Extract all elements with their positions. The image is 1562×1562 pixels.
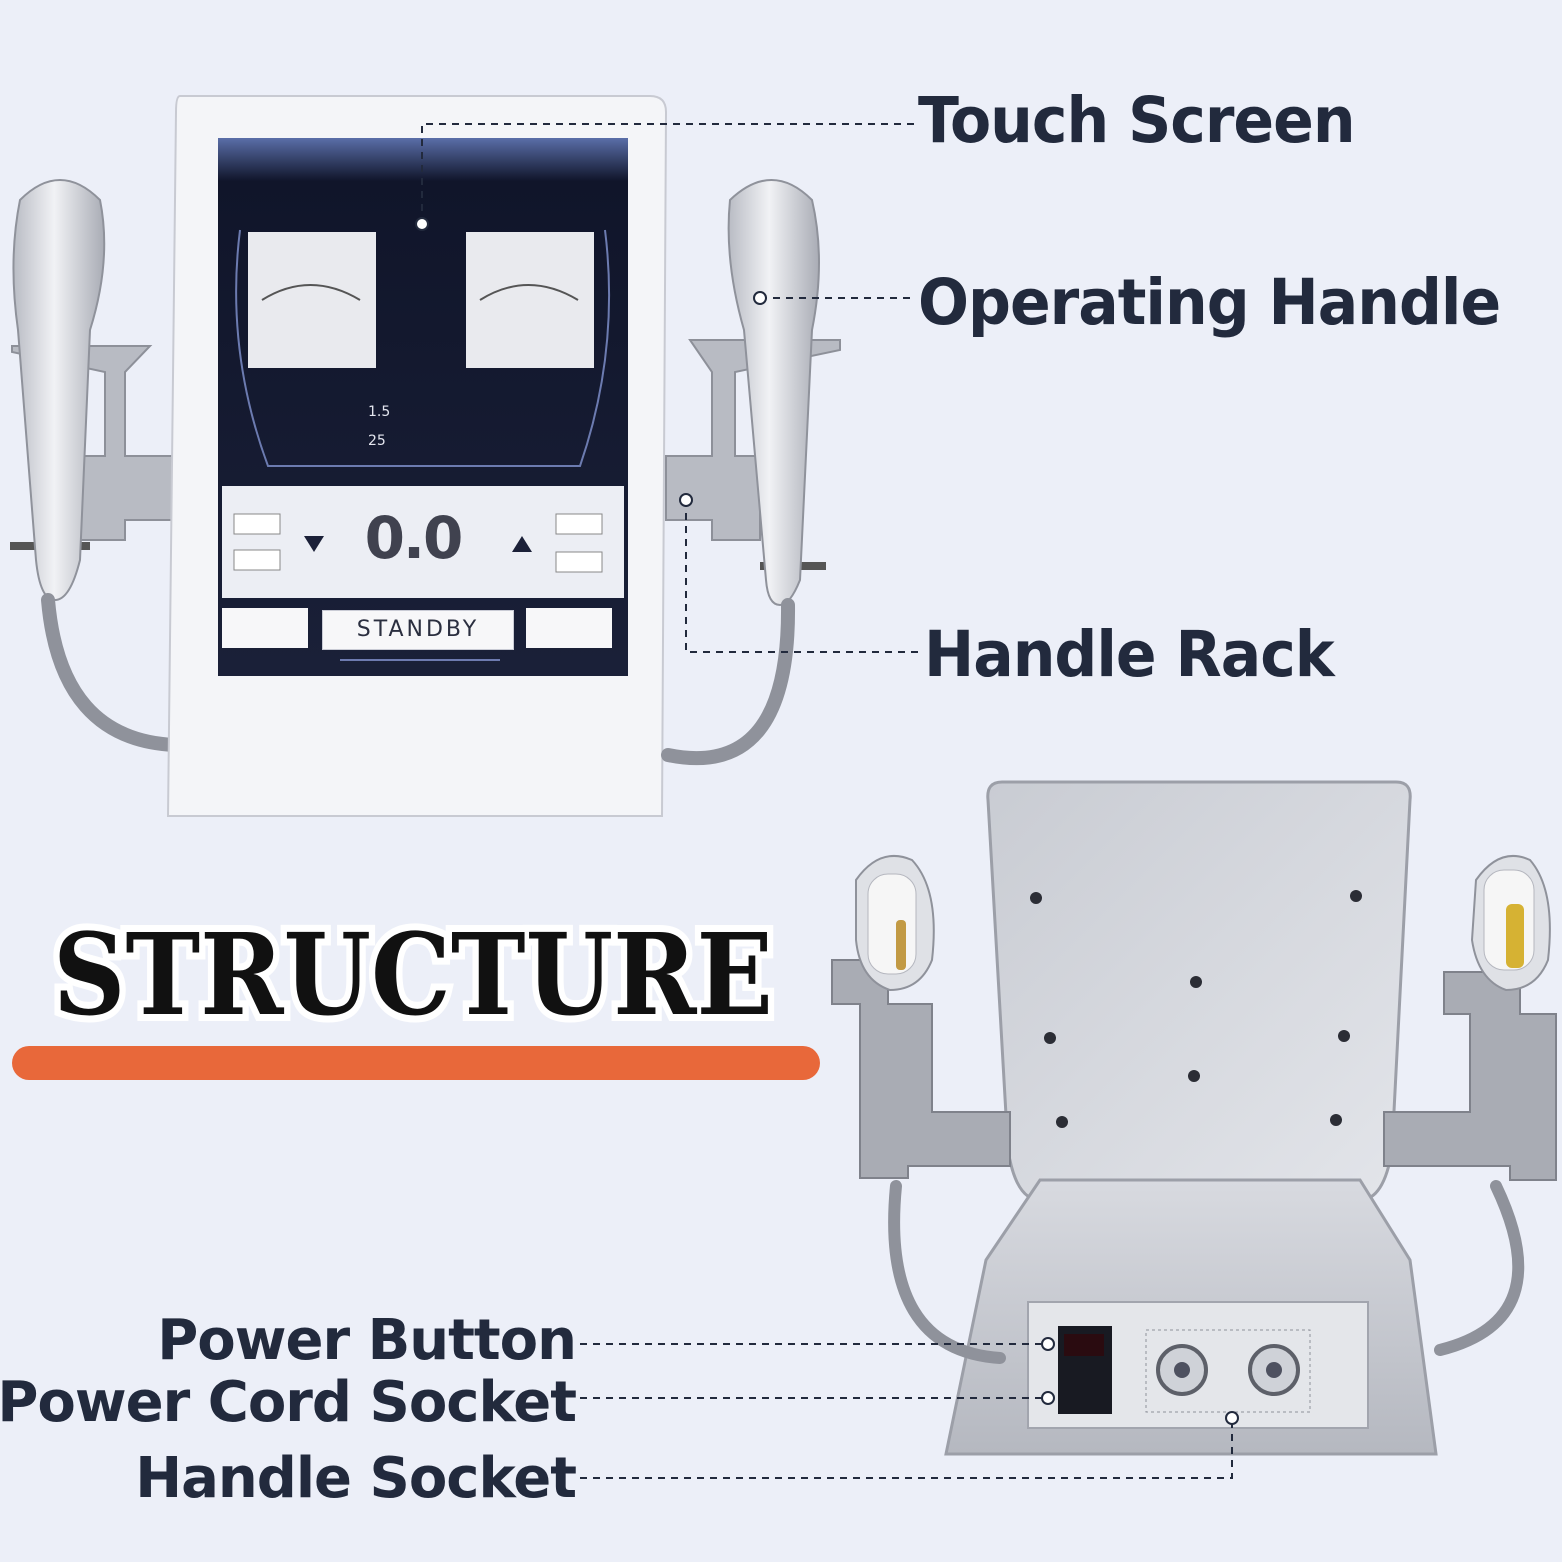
energy-readout: 0.0 <box>364 504 464 572</box>
power-button-label: Power Button <box>157 1308 577 1373</box>
leader-lines-front <box>421 123 922 653</box>
left-operating-handle <box>12 179 182 752</box>
structure-title-text: STRUCTURE <box>53 910 773 1040</box>
right-operating-handle <box>661 179 820 766</box>
back-left-handle <box>855 855 1006 1364</box>
power-cord-socket-label: Power Cord Socket <box>0 1370 577 1435</box>
back-right-rack <box>1383 971 1557 1181</box>
power-cord-socket-marker <box>1041 1391 1055 1405</box>
handle-rack-marker <box>679 493 693 507</box>
power-button-marker <box>1041 1337 1055 1351</box>
touch-screen-label: Touch Screen <box>918 84 1356 158</box>
operating-handle-marker <box>753 291 767 305</box>
touch-screen-marker <box>415 217 429 231</box>
handle-rack-label: Handle Rack <box>924 618 1335 692</box>
standby-button[interactable]: STANDBY <box>322 610 514 650</box>
back-right-handle <box>1434 855 1551 1356</box>
back-left-rack <box>831 959 1011 1179</box>
device-front-body <box>166 95 668 817</box>
depth-setting: 1.5 <box>368 404 391 420</box>
operating-handle-label: Operating Handle <box>918 266 1501 340</box>
handle-socket-marker <box>1225 1411 1239 1425</box>
length-setting: 25 <box>368 433 386 449</box>
accent-bar <box>12 1046 820 1080</box>
device-back-body <box>944 780 1438 1456</box>
handle-socket-label: Handle Socket <box>135 1446 577 1511</box>
leader-lines-back <box>580 1343 1233 1479</box>
back-screws <box>1030 890 1362 1128</box>
structure-title: STRUCTURE <box>46 910 780 1040</box>
